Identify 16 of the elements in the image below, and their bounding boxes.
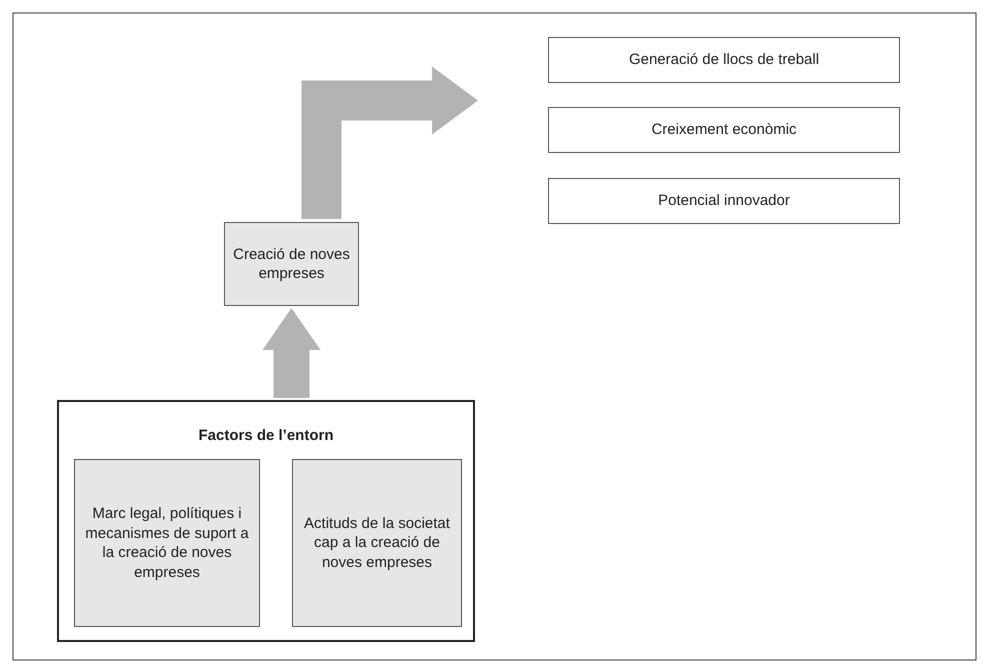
process-box <box>292 459 462 627</box>
group-heading: Factors de l’entorn <box>198 426 334 446</box>
process-box <box>548 37 900 83</box>
box-label: Creació de noves empreses <box>232 244 351 284</box>
box-label: Generació de llocs de treball <box>628 50 820 70</box>
process-box <box>74 459 260 627</box>
block-arrow <box>262 308 320 398</box>
box-label: Creixement econòmic <box>651 120 797 140</box>
box-label: Actituds de la societat cap a la creació de noves empreses <box>303 514 451 572</box>
process-box <box>548 107 900 153</box>
process-box <box>548 178 900 224</box>
box-label: Potencial innovador <box>658 191 790 211</box>
group-box <box>57 400 475 642</box>
process-box <box>224 222 359 306</box>
block-arrow <box>302 66 478 219</box>
box-label: Marc legal, polítiques i mecanismes de suport a la creació de noves empreses <box>84 504 250 582</box>
